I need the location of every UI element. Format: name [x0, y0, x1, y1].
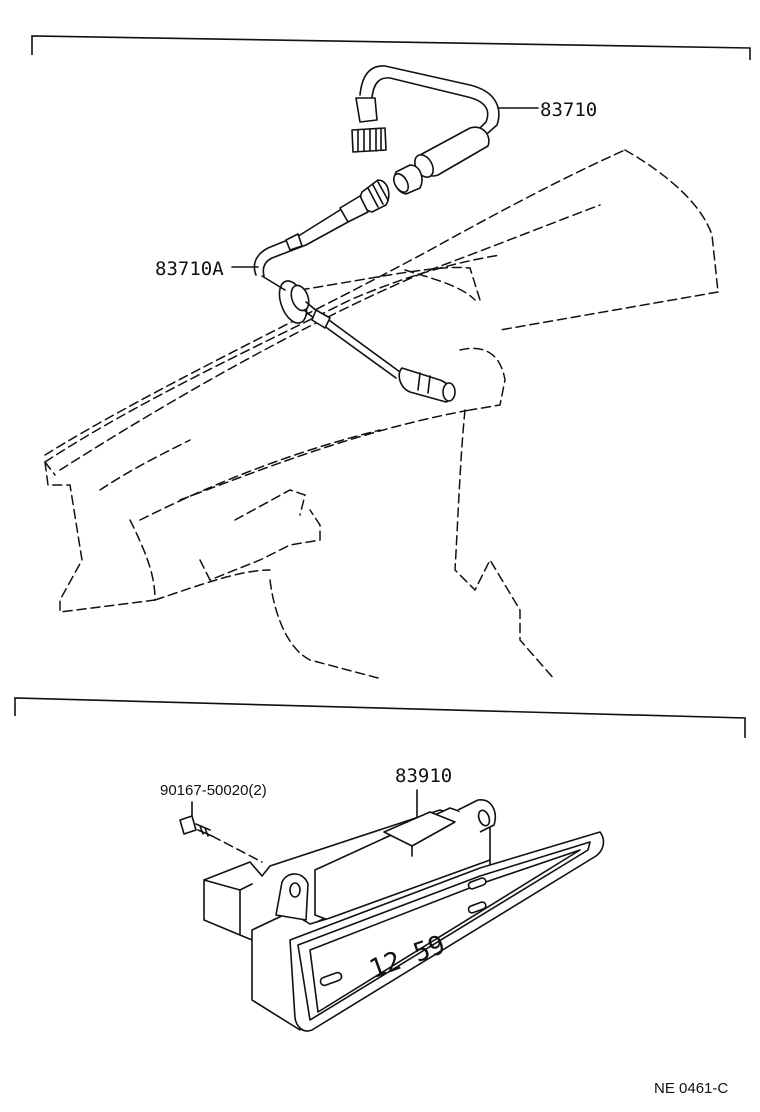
clock-assembly-83910: 83910 12 59	[203, 765, 605, 1032]
part-label-83710: 83710	[540, 99, 597, 121]
screw-90167-50020: 90167-50020(2)	[160, 782, 267, 863]
part-label-screw: 90167-50020(2)	[160, 782, 267, 799]
part-label-83710A: 83710A	[155, 258, 224, 280]
bottom-section-frame	[14, 697, 746, 738]
speedometer-cable-83710: 83710	[351, 65, 597, 195]
instrument-panel-outline	[44, 149, 719, 681]
figure-code: NE 0461-C	[654, 1080, 728, 1097]
top-section-frame	[31, 35, 751, 60]
speedometer-cable-83710A: 83710A	[155, 179, 456, 403]
part-label-clock: 83910	[395, 765, 452, 787]
